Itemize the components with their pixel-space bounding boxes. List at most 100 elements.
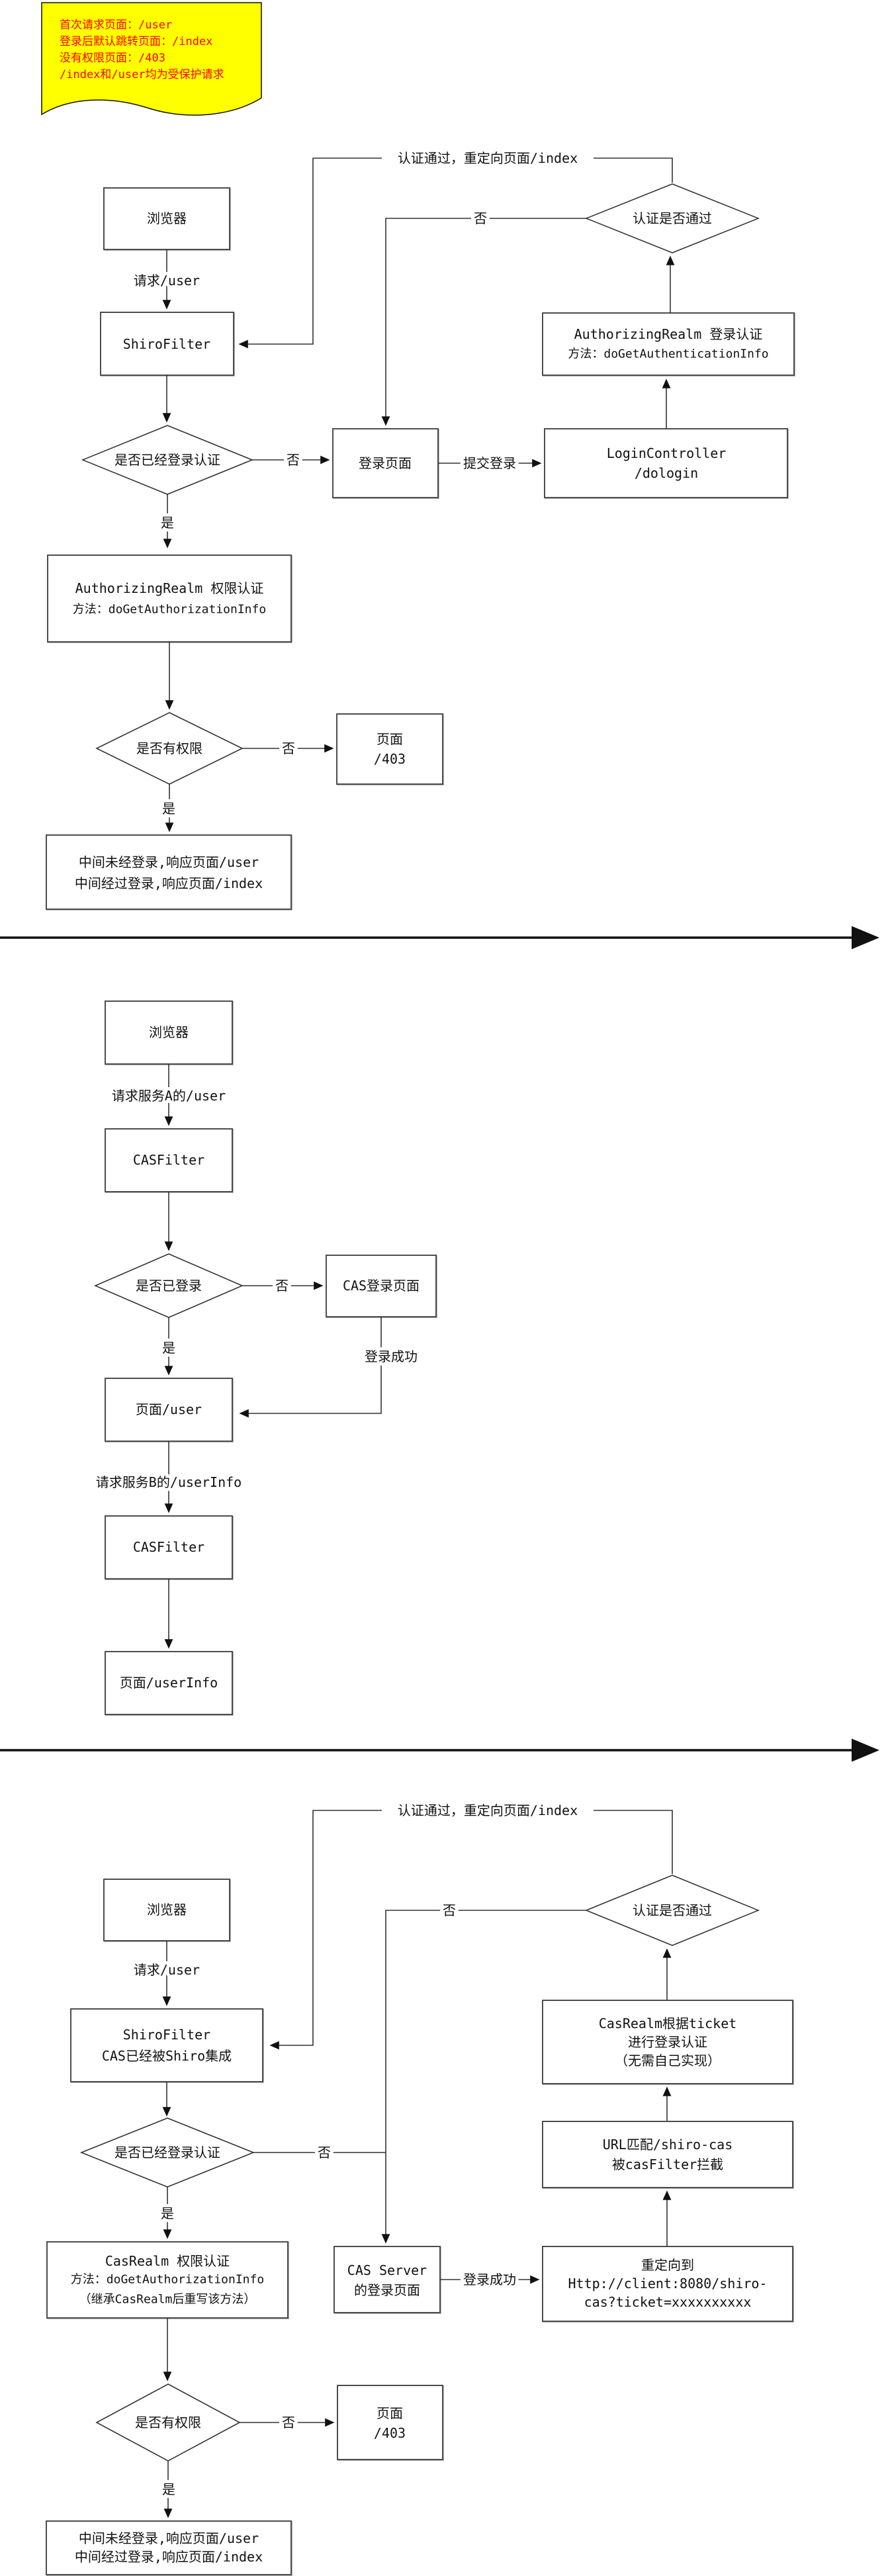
node-response-3 — [46, 2520, 292, 2575]
node-redirect-ticket-label2: Http://client:8080/shiro- — [568, 2276, 767, 2291]
label-auth-pass-redirect: 认证通过，重定向页面/index — [398, 150, 578, 166]
node-casfilter-a — [105, 1128, 233, 1192]
node-authnrealm-label1: AuthorizingRealm 登录认证 — [574, 326, 763, 342]
label-no-2: 否 — [474, 210, 487, 226]
note-line-1: 首次请求页面：/user — [60, 19, 172, 32]
sticky-note: 首次请求页面：/user 登录后默认跳转页面：/index 没有权限页面：/40… — [41, 2, 262, 116]
node-page-user-label: 页面/user — [136, 1401, 202, 1417]
label-login-success-3: 登录成功 — [463, 2272, 516, 2287]
note-line-2: 登录后默认跳转页面：/index — [60, 35, 212, 48]
node-browser-3-label: 浏览器 — [147, 1902, 187, 1918]
node-casrealm-ticket-label2: 进行登录认证 — [628, 2034, 707, 2050]
section-shiro-flow: 认证通过，重定向页面/index 浏览器 请求/user ShiroFilter… — [46, 147, 795, 910]
node-casrealm-ticket — [542, 2000, 793, 2084]
node-response-label2: 中间经过登录,响应页面/index — [75, 875, 263, 891]
node-login-page — [332, 428, 439, 498]
node-response-3-label1: 中间未经登录,响应页面/user — [79, 2530, 259, 2546]
section-shiro-cas-flow: 认证通过，重定向页面/index 浏览器 请求/user ShiroFilter… — [46, 1799, 793, 2575]
label-request-service-b: 请求服务B的/userInfo — [96, 1474, 242, 1490]
node-casrealm-authz-label1: CasRealm 权限认证 — [105, 2253, 230, 2269]
node-cas-login-page — [326, 1255, 437, 1317]
node-page-403 — [336, 713, 443, 785]
arrow-authpass-to-shirofilter-3 — [269, 1810, 382, 2050]
node-casrealm-authz-label3: （继承CasRealm后重写该方法） — [79, 2293, 256, 2307]
label-yes-5: 是 — [162, 2481, 175, 2497]
node-url-match-label1: URL匹配/shiro-cas — [603, 2137, 733, 2153]
label-no-3: 否 — [282, 740, 295, 756]
section-cas-flow: 浏览器 请求服务A的/user CASFilter 是否已登录 否 CAS登录页… — [93, 1000, 437, 1715]
decision-has-permission-label: 是否有权限 — [136, 740, 202, 756]
node-browser — [103, 187, 230, 250]
node-cas-server-login — [333, 2246, 441, 2313]
arrow-authfail-to-loginpage — [381, 218, 586, 426]
node-shirofilter-cas-label2: CAS已经被Shiro集成 — [102, 2048, 232, 2064]
note-line-3: 没有权限页面：/403 — [60, 52, 165, 65]
label-yes-3: 是 — [162, 1340, 175, 1356]
node-page-403-3-label2: /403 — [374, 2425, 406, 2441]
decision-auth-pass-3-label: 认证是否通过 — [633, 1902, 712, 1918]
node-authzrealm — [47, 555, 292, 643]
decision-auth-pass — [584, 183, 760, 253]
node-casfilter-a-label: CASFilter — [133, 1152, 204, 1168]
node-page-user — [105, 1378, 233, 1442]
label-submit-login: 提交登录 — [463, 455, 516, 471]
node-url-match — [542, 2121, 793, 2188]
node-login-page-label: 登录页面 — [359, 455, 412, 471]
arrow-authpass-to-shirofilter — [238, 157, 382, 349]
node-page-userinfo — [105, 1651, 233, 1715]
sticky-note-shape — [41, 2, 262, 116]
decision-logged-in-3-label: 是否已经登录认证 — [114, 2145, 220, 2160]
label-yes-1: 是 — [161, 515, 174, 531]
node-page-403-3 — [337, 2385, 443, 2460]
node-page-403-label1: 页面 — [377, 731, 403, 747]
node-redirect-ticket-label3: cas?ticket=xxxxxxxxxx — [584, 2294, 752, 2310]
label-no-5: 否 — [318, 2145, 331, 2160]
label-no-7: 否 — [282, 2415, 295, 2430]
node-cas-server-login-label2: 的登录页面 — [354, 2282, 420, 2298]
label-yes-2: 是 — [162, 801, 175, 817]
node-redirect-ticket — [542, 2246, 793, 2322]
node-cas-login-page-label: CAS登录页面 — [343, 1278, 420, 1294]
line-diamond-to-authpass-label-3 — [594, 1810, 673, 1874]
label-no-6: 否 — [443, 1902, 456, 1918]
arrow-loginsuccess-to-pageuser — [239, 1317, 382, 1418]
node-casrealm-authz-label2: 方法：doGetAuthorizationInfo — [71, 2273, 264, 2287]
node-url-match-label2: 被casFilter拦截 — [612, 2156, 723, 2172]
label-auth-pass-redirect-3: 认证通过，重定向页面/index — [398, 1802, 578, 1818]
decision-logged-in-label: 是否已经登录认证 — [114, 452, 220, 468]
decision-has-permission-3-label: 是否有权限 — [135, 2415, 201, 2430]
node-casrealm-ticket-label1: CasRealm根据ticket — [599, 2016, 737, 2031]
node-logincontroller-label1: LoginController — [607, 445, 727, 461]
node-logincontroller-label2: /dologin — [635, 465, 698, 481]
node-response-3-label2: 中间经过登录,响应页面/index — [75, 2549, 263, 2565]
node-cas-server-login-label1: CAS Server — [347, 2262, 427, 2278]
node-casfilter-b-label: CASFilter — [133, 1539, 204, 1555]
node-browser-2 — [105, 1000, 233, 1065]
decision-auth-pass-3 — [584, 1875, 760, 1946]
node-authnrealm — [542, 312, 795, 376]
node-shirofilter — [100, 312, 234, 376]
label-request-user-3: 请求/user — [134, 1962, 200, 1978]
decision-cas-logged-in-label: 是否已登录 — [136, 1278, 202, 1294]
node-shirofilter-cas-label1: ShiroFilter — [123, 2027, 210, 2043]
node-logincontroller — [544, 428, 788, 498]
label-login-success: 登录成功 — [365, 1349, 418, 1364]
node-authnrealm-label2: 方法：doGetAuthenticationInfo — [568, 347, 768, 361]
node-response — [46, 834, 292, 910]
node-shirofilter-label: ShiroFilter — [123, 336, 210, 352]
note-line-4: /index和/user均为受保护请求 — [60, 68, 224, 81]
arrow-authfail-to-casserver — [381, 1910, 586, 2244]
node-response-label1: 中间未经登录,响应页面/user — [79, 854, 259, 870]
node-browser-3 — [103, 1879, 230, 1941]
node-browser-label: 浏览器 — [147, 210, 187, 226]
label-no-4: 否 — [275, 1278, 289, 1294]
node-page-403-3-label1: 页面 — [377, 2405, 403, 2421]
node-page-403-label2: /403 — [374, 751, 406, 767]
node-shirofilter-cas — [70, 2008, 263, 2082]
label-request-service-a: 请求服务A的/user — [112, 1088, 226, 1104]
node-casrealm-ticket-label3: （无需自己实现） — [615, 2053, 721, 2068]
decision-auth-pass-label: 认证是否通过 — [633, 210, 712, 226]
label-request-user: 请求/user — [134, 273, 200, 289]
